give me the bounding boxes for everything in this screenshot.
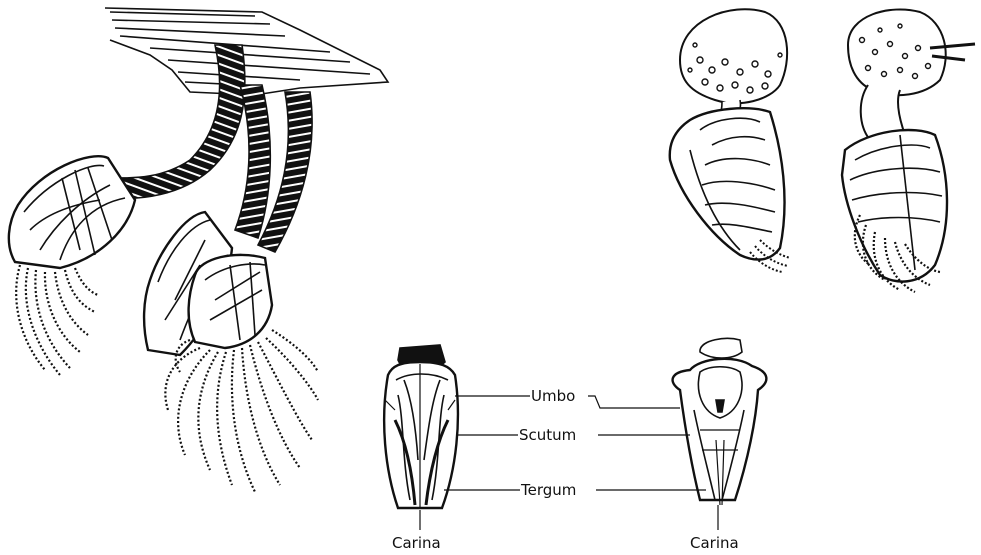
label-tergum: Tergum	[520, 481, 576, 499]
label-umbo: Umbo	[531, 387, 575, 405]
capitulum-left-view	[384, 345, 458, 530]
cirri-left	[16, 265, 98, 375]
goose-barnacle-cluster	[9, 8, 388, 492]
label-scutum: Scutum	[519, 426, 576, 444]
float-left	[680, 9, 787, 103]
capitulum-left	[9, 156, 135, 268]
driftwood-log	[105, 8, 388, 95]
label-carina-left: Carina	[392, 534, 441, 552]
shell-left	[670, 108, 785, 259]
shell-right	[842, 130, 947, 282]
cirri-middle	[165, 330, 318, 492]
label-carina-right: Carina	[690, 534, 739, 552]
float-right	[848, 9, 975, 95]
capitulum-front	[189, 255, 272, 348]
capitulum-right-view	[673, 338, 767, 530]
barnacles-on-float	[670, 9, 975, 292]
